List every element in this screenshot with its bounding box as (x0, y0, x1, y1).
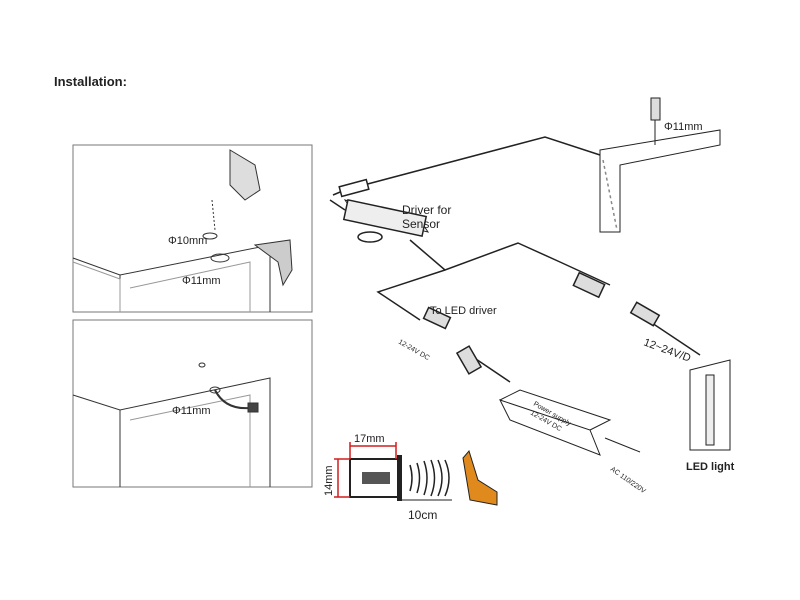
cabinet-panel-top (72, 144, 313, 313)
dc-label-right: 12~24V/D (642, 337, 692, 365)
driver-label-1: Driver for (402, 203, 451, 217)
led-light-label: LED light (686, 461, 735, 473)
hand-icon (462, 449, 498, 506)
dc-label: 12-24V DC (397, 339, 430, 362)
to-led-driver-label: To LED driver (430, 305, 497, 317)
driver-label-2: Sensor (402, 217, 440, 231)
width-dimension: 17mm (354, 433, 385, 445)
height-dimension: 14mm (323, 465, 335, 496)
hole-11mm-label: Φ11mm (182, 275, 221, 287)
wiring-diagram (329, 97, 731, 456)
sensor-dimension-drawing (334, 442, 498, 506)
hole-10mm-label: Φ10mm (168, 235, 207, 247)
page-title: Installation: (54, 74, 127, 89)
hole-11mm-label-bottom: Φ11mm (172, 405, 211, 417)
cabinet-panel-bottom (72, 319, 313, 488)
top-hole-label: Φ11mm (664, 121, 703, 133)
ac-label: AC 110/220V (609, 466, 647, 496)
distance-dimension: 10cm (408, 508, 437, 522)
